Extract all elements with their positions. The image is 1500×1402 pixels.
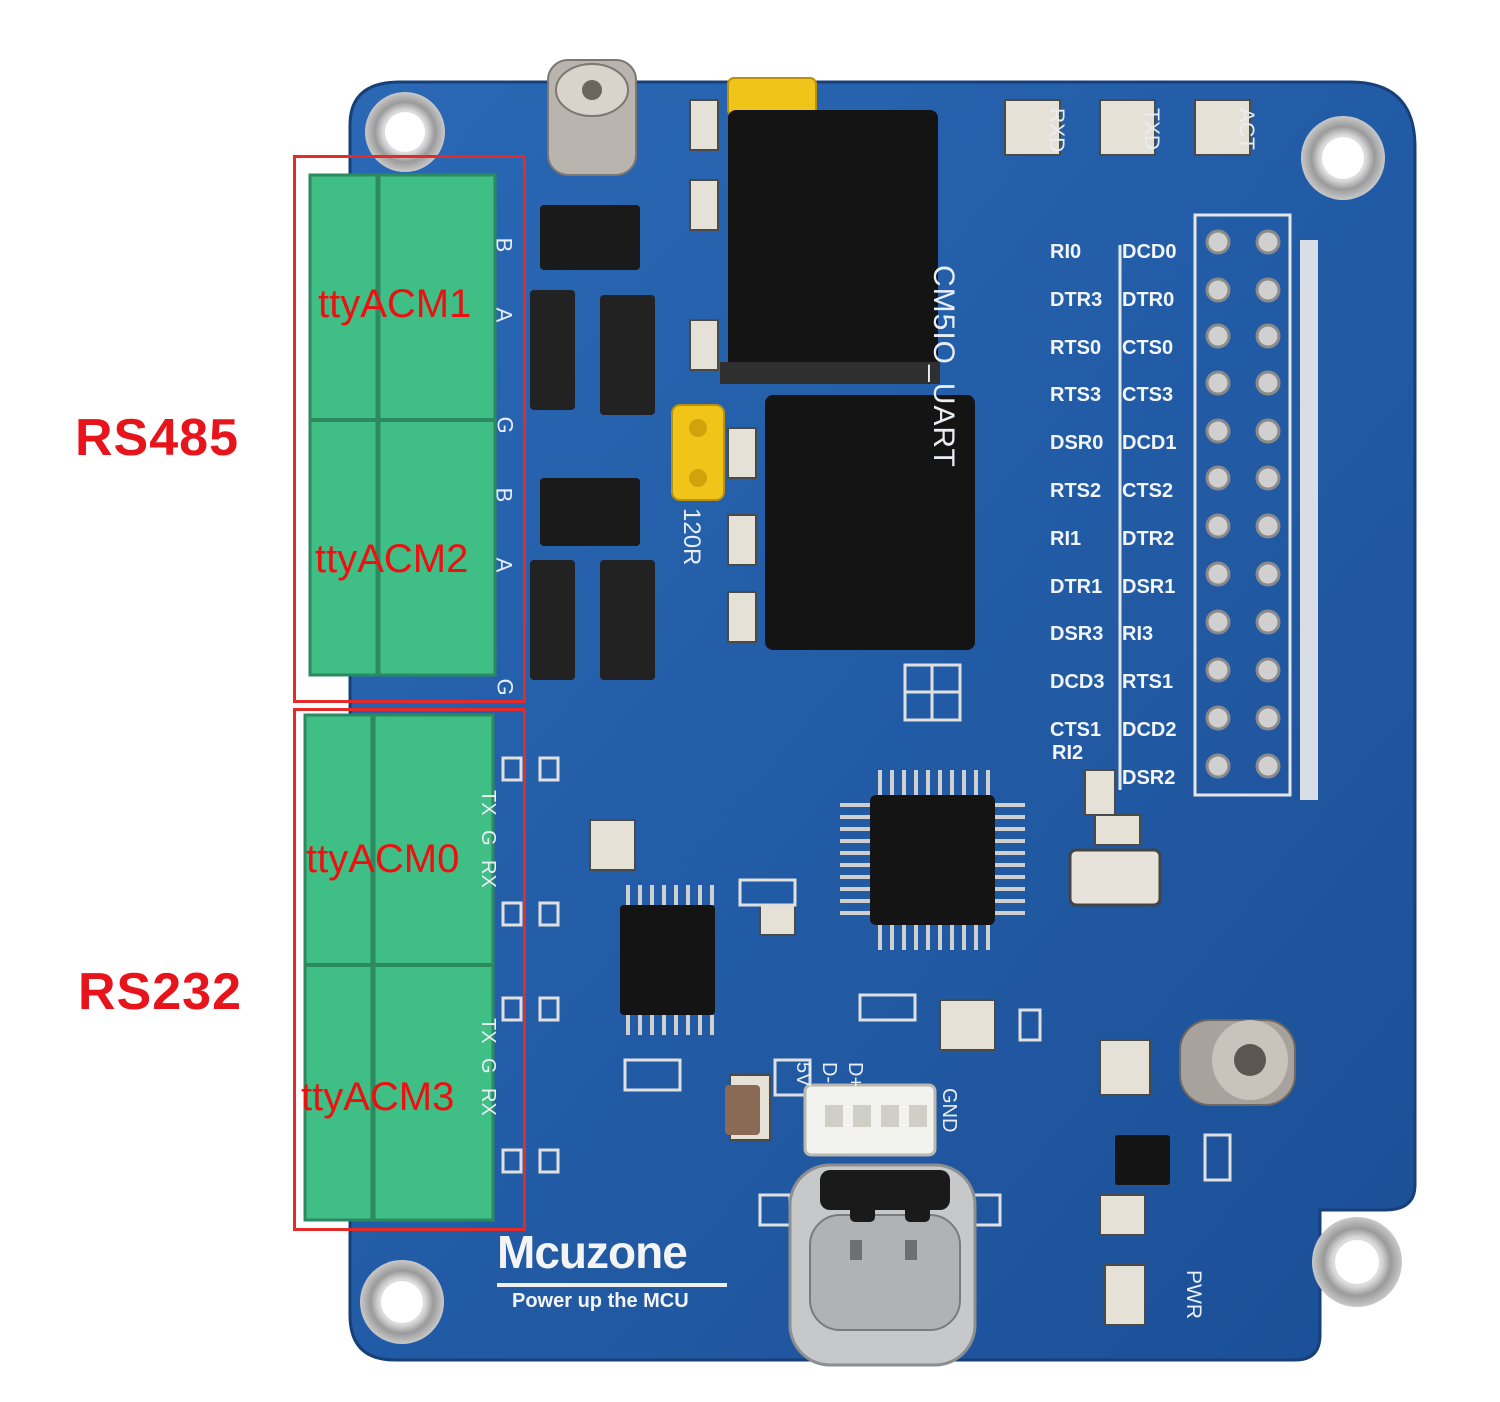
header-label: DSR2 — [1122, 766, 1176, 789]
port-label-ttyacm1: ttyACM1 — [318, 282, 472, 326]
tssop-chip — [620, 885, 715, 1035]
rs232-label: RS232 — [78, 963, 242, 1021]
terminal-rs232 — [303, 713, 495, 1222]
pin-header — [1118, 213, 1292, 797]
usb-pin-5v: 5V — [792, 1062, 814, 1087]
board-model-label: CM5IO_UART — [926, 265, 960, 468]
rs485-label: RS485 — [75, 409, 239, 467]
jumper-mid — [671, 404, 725, 501]
port-label-ttyacm0: ttyACM0 — [306, 837, 460, 881]
header-label: RTS3 — [1050, 384, 1102, 407]
usb-pin-dplus: D+ — [844, 1062, 866, 1089]
usb-pin-dminus: D- — [818, 1062, 840, 1084]
header-label: DTR3 — [1050, 288, 1103, 311]
header-label: DCD1 — [1122, 432, 1177, 455]
header-label: RI1 — [1050, 527, 1082, 550]
header-label: RTS1 — [1122, 671, 1174, 694]
terminal-rs485 — [308, 173, 497, 677]
header-label: CTS1 — [1050, 718, 1102, 741]
usb-pin-labels: D+ D- 5V — [790, 1062, 868, 1088]
header-label: CTS0 — [1122, 336, 1174, 359]
header-label: RTS2 — [1050, 479, 1102, 502]
usb-c-port — [788, 1163, 977, 1367]
ic-block-top — [728, 110, 938, 380]
usb-pin-gnd: GND — [938, 1088, 960, 1133]
header-label-ri2: RI2 — [1052, 742, 1084, 764]
header-label: DCD3 — [1050, 671, 1105, 694]
led-label-rxd: RXD — [1045, 108, 1068, 153]
rs485-highlight-box — [293, 155, 526, 703]
header-label: RI3 — [1122, 623, 1154, 646]
header-label: DSR0 — [1050, 432, 1104, 455]
header-label: RI0 — [1050, 241, 1082, 263]
header-label: DCD0 — [1122, 241, 1177, 263]
header-label: CTS3 — [1122, 384, 1174, 407]
header-labels-right: DCD0 DTR0 CTS0 CTS3 DCD1 CTS2 DTR2 DSR1 … — [1122, 229, 1194, 803]
crystal — [1068, 848, 1162, 907]
header-label: DSR1 — [1122, 575, 1176, 598]
mcu-chip — [840, 770, 1025, 950]
rs232-highlight-box — [293, 708, 526, 1231]
header-label: CTS2 — [1122, 479, 1174, 502]
header-label: RTS0 — [1050, 336, 1102, 359]
brand-tagline: Power up the MCU — [512, 1290, 689, 1312]
pwr-label: PWR — [1182, 1270, 1205, 1319]
header-label: DTR2 — [1122, 527, 1175, 550]
port-label-ttyacm3: ttyACM3 — [301, 1075, 455, 1119]
header-label: DTR1 — [1050, 575, 1103, 598]
header-labels-left: RI0 DTR3 RTS0 RTS3 DSR0 RTS2 RI1 DTR1 DS… — [1050, 229, 1118, 755]
header-label: DTR0 — [1122, 288, 1175, 311]
led-label-act: ACT — [1235, 108, 1258, 150]
led-label-txd: TXD — [1140, 108, 1163, 150]
brand-name: Mcuzone — [497, 1226, 688, 1278]
board-model-text: CM5IO_UART — [927, 265, 960, 468]
ic-block-mid — [765, 395, 975, 650]
brand-logo: Mcuzone — [497, 1225, 727, 1287]
port-label-ttyacm2: ttyACM2 — [315, 537, 469, 581]
header-label: DCD2 — [1122, 718, 1177, 741]
jumper-label: 120R — [678, 508, 705, 566]
header-label: DSR3 — [1050, 623, 1104, 646]
